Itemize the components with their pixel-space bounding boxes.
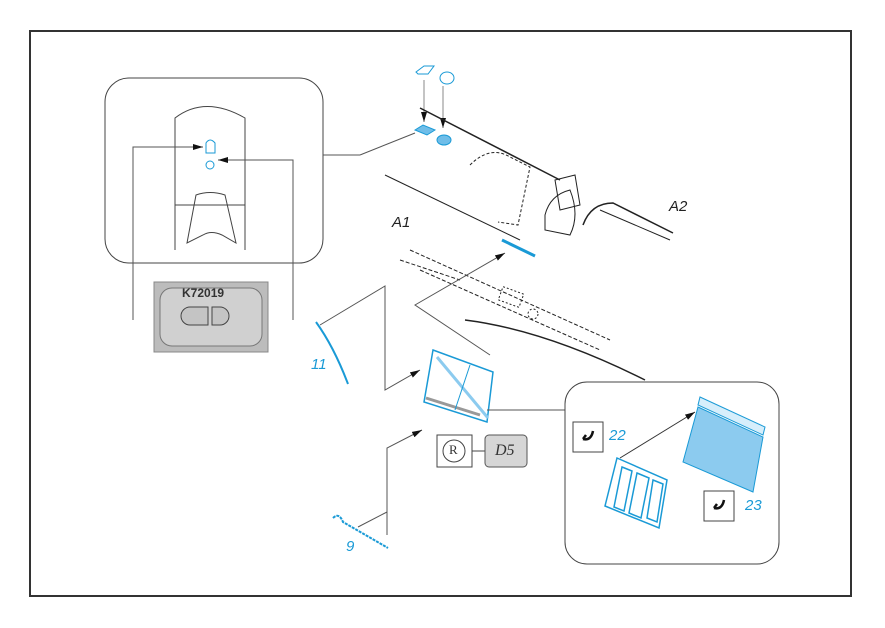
- canopy-frame-part: [423, 348, 494, 423]
- small-part-rect-icon: [205, 139, 216, 154]
- part-23-shape: [682, 396, 766, 493]
- decal-circle-blue: [436, 134, 452, 146]
- part-number-9: 9: [346, 538, 355, 555]
- fold-icon-23: [703, 490, 735, 522]
- small-part-circle-icon: [205, 160, 215, 170]
- fret-part-shape: [180, 306, 230, 326]
- fuselage-drawing: [384, 107, 674, 381]
- part-number-11: 11: [311, 356, 327, 373]
- decal-rect-blue: [413, 124, 437, 136]
- detail-inset-box: [104, 77, 324, 264]
- part-22-shape: [604, 456, 668, 530]
- part-number-23: 23: [745, 497, 762, 514]
- detail-inset-box-2: [564, 381, 780, 565]
- reference-label: D5: [495, 442, 515, 459]
- fold-icon-22: [572, 421, 604, 453]
- highlight-strip: [501, 238, 536, 258]
- part-number-22: 22: [609, 427, 626, 444]
- kit-code: K72019: [182, 286, 225, 300]
- part-9-shape: [332, 514, 389, 549]
- cockpit-outline: [174, 106, 246, 250]
- diagram-frame: [29, 30, 852, 597]
- label-a2: A2: [669, 198, 688, 215]
- seat-outline: [186, 192, 237, 244]
- reference-badge: [484, 434, 528, 468]
- resin-symbol: R: [449, 442, 458, 457]
- part-11-shape: [315, 321, 349, 385]
- label-a1: A1: [392, 214, 411, 231]
